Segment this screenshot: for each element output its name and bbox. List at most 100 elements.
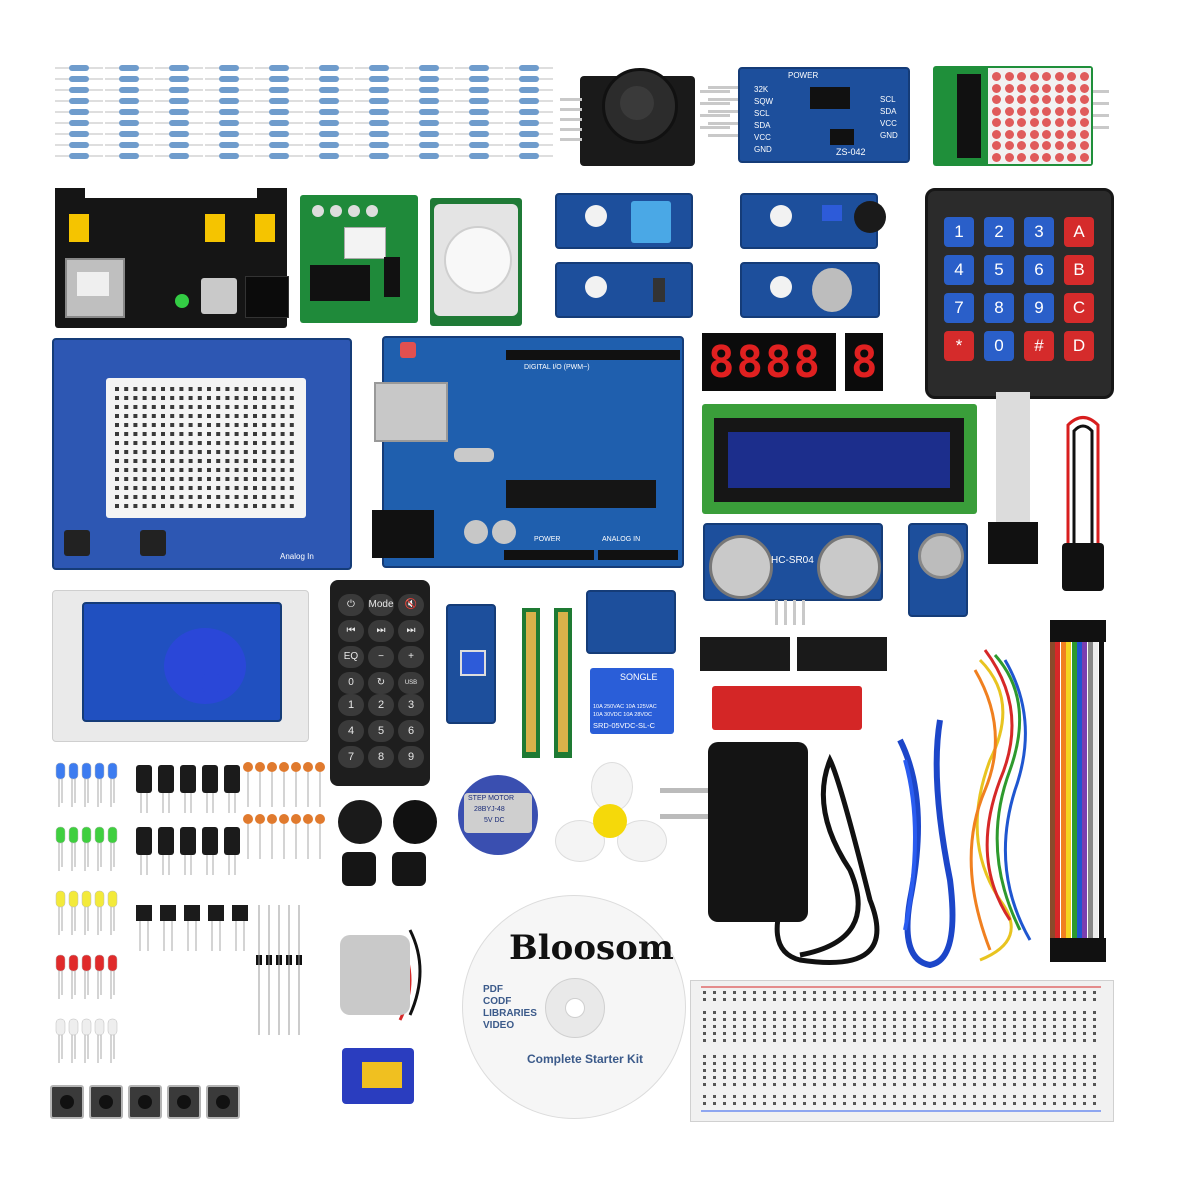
matrix-pins <box>1093 90 1109 140</box>
sound-sensor-board <box>740 193 886 249</box>
matrix-dot <box>1079 118 1089 127</box>
mini-breadboard <box>106 378 306 518</box>
matrix-dot <box>1054 83 1064 93</box>
potentiometer-2 <box>392 852 426 886</box>
tactile-buttons-row <box>50 1085 245 1121</box>
rtc-pin-label: SCL <box>754 109 770 118</box>
pir-sensor <box>430 198 522 326</box>
matrix-dot <box>992 152 1001 162</box>
matrix-dot <box>1067 106 1076 116</box>
matrix-dot <box>1017 95 1026 104</box>
led-matrix-grid <box>988 68 1091 164</box>
uno-digital-label: DIGITAL I/O (PWM~) <box>524 364 590 371</box>
ribbon-wire <box>1087 640 1093 940</box>
buzzer-2 <box>393 800 437 844</box>
matrix-dot <box>1054 72 1064 81</box>
cd-item: PDF <box>483 984 503 995</box>
rtc-pin-label: SCL <box>880 95 896 104</box>
matrix-dot <box>992 95 1001 104</box>
keypad-key: C <box>1064 293 1094 323</box>
reset-button <box>400 342 416 358</box>
matrix-dot <box>1079 106 1089 116</box>
matrix-dot <box>1004 152 1014 162</box>
matrix-dot <box>1054 129 1064 139</box>
matrix-dot <box>1017 83 1026 93</box>
matrix-dot <box>1079 72 1089 81</box>
full-breadboard <box>690 980 1114 1122</box>
matrix-dot <box>1042 95 1051 104</box>
ultrasonic-model-label: HC-SR04 <box>771 555 814 566</box>
sensor-board-2 <box>555 262 693 318</box>
relay-model: SRD-05VDC-SL-C <box>593 721 656 730</box>
ribbon-wire <box>1093 640 1099 940</box>
matrix-dot <box>1067 118 1076 127</box>
rtc-pin-label: VCC <box>754 133 771 142</box>
matrix-dot <box>1079 141 1089 150</box>
matrix-dot <box>1054 152 1064 162</box>
matrix-dot <box>1042 72 1051 81</box>
cd-subtitle: Complete Starter Kit <box>527 1052 644 1066</box>
cd-item: CODF <box>483 996 512 1007</box>
matrix-dot <box>1054 141 1064 150</box>
resistor-strips <box>55 62 555 172</box>
remote-number-button: 9 <box>398 746 424 768</box>
matrix-dot <box>1067 72 1076 81</box>
matrix-dot <box>1017 118 1026 127</box>
ribbon-wire <box>1060 640 1066 940</box>
keypad-key: 1 <box>944 217 974 247</box>
dht11-sensor-board <box>555 193 693 249</box>
ribbon-top-connectors <box>1050 620 1106 642</box>
rtc-pin-label: SQW <box>754 97 774 106</box>
rtc-pin-label: SDA <box>880 107 897 116</box>
stepper-line1: STEP MOTOR <box>468 795 515 802</box>
matrix-dot <box>992 106 1001 116</box>
remote-number-button: 5 <box>368 720 394 742</box>
ic-chip-1 <box>700 637 790 671</box>
battery-clip <box>1058 415 1108 605</box>
matrix-dot <box>1079 129 1089 139</box>
push-button-cap <box>60 1095 74 1109</box>
cd-item: VIDEO <box>483 1020 515 1031</box>
matrix-dot <box>1079 83 1089 93</box>
ir-remote: ⏻Mode🔇⏮⏭⏭EQ−+0↻USB SCAN123456789 <box>330 580 430 786</box>
keypad-key: 3 <box>1024 217 1054 247</box>
prototype-shield: Analog In <box>52 338 352 570</box>
matrix-dot <box>1029 95 1039 104</box>
keypad-key: # <box>1024 331 1054 361</box>
keypad-ribbon-cable <box>988 392 1038 572</box>
relay-brand: SONGLE <box>620 672 658 682</box>
matrix-dot <box>1054 106 1064 116</box>
keypad-key: 9 <box>1024 293 1054 323</box>
fan-propeller <box>555 762 667 872</box>
power-adapter <box>708 742 808 922</box>
servo-motor <box>342 1048 414 1104</box>
ribbon-wire <box>1071 640 1077 940</box>
rtc-pin-label: VCC <box>880 119 897 128</box>
sensor-module-vertical <box>446 604 496 724</box>
keypad-key: D <box>1064 331 1094 361</box>
arduino-uno-board: DIGITAL I/O (PWM~) POWER ANALOG IN <box>372 336 684 568</box>
single-7seg-display: 8 <box>845 333 883 391</box>
matrix-dot <box>1042 141 1051 150</box>
matrix-dot <box>1067 129 1076 139</box>
matrix-dot <box>1017 152 1026 162</box>
remote-button: ⏭ <box>368 620 394 642</box>
remote-button: − <box>368 646 394 668</box>
matrix-dot <box>1029 118 1039 127</box>
keypad-key: 0 <box>984 331 1014 361</box>
matrix-dot <box>992 118 1001 127</box>
push-button <box>89 1085 123 1119</box>
keypad-key: 6 <box>1024 255 1054 285</box>
rfid-kit <box>52 590 309 742</box>
matrix-dot <box>1067 141 1076 150</box>
brand-logo-text: Bloosom <box>509 928 674 968</box>
remote-number-button: 6 <box>398 720 424 742</box>
cd-item: LIBRARIES <box>483 1008 537 1019</box>
keypad-key: 8 <box>984 293 1014 323</box>
ribbon-wire <box>1077 640 1082 940</box>
joystick-pins-right <box>700 90 730 140</box>
remote-keypad: ⏻Mode🔇⏮⏭⏭EQ−+0↻USB SCAN123456789 <box>330 580 430 786</box>
